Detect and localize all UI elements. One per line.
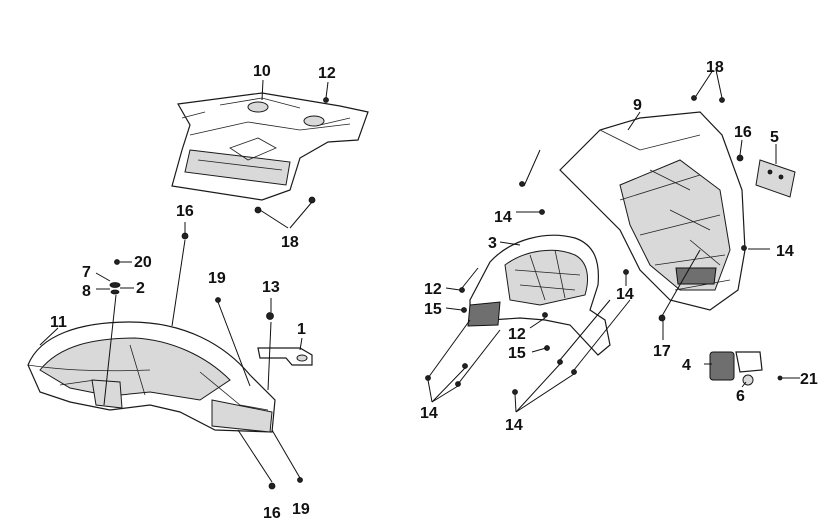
callout-11: 11 [50, 314, 67, 331]
callout-21: 21 [800, 371, 818, 388]
callout-4: 4 [682, 357, 691, 374]
callout-14-middle: 14 [616, 286, 634, 303]
callout-12-top: 12 [318, 65, 336, 82]
bracket [257, 347, 313, 366]
reflector-assembly [709, 351, 763, 386]
inner-hugger [467, 234, 611, 356]
callout-15-middle: 15 [508, 345, 526, 362]
callout-17: 17 [653, 343, 671, 360]
callout-16-bottom: 16 [263, 505, 281, 522]
license-plate [755, 159, 796, 198]
callout-10: 10 [253, 63, 271, 80]
rear-fender [27, 321, 276, 433]
callout-14-upper: 14 [494, 209, 512, 226]
callout-3: 3 [488, 235, 497, 252]
callout-14-bottom-left: 14 [420, 405, 438, 422]
callout-13: 13 [262, 279, 280, 296]
mudguard-panel [559, 111, 746, 311]
callout-18-left: 18 [281, 234, 299, 251]
callout-12-middle: 12 [508, 326, 526, 343]
carrier-plate [171, 92, 369, 201]
callout-19-bottom: 19 [292, 501, 310, 518]
callout-1: 1 [297, 321, 306, 338]
callout-6: 6 [736, 388, 745, 405]
callout-8: 8 [82, 283, 91, 300]
callout-18-right: 18 [706, 59, 724, 76]
callout-15-left: 15 [424, 301, 442, 318]
callout-16-right: 16 [734, 124, 752, 141]
callout-14-right: 14 [776, 243, 794, 260]
leader-lines [39, 69, 800, 483]
callout-20: 20 [134, 254, 152, 271]
callout-7: 7 [82, 264, 91, 281]
callout-16-left-top: 16 [176, 203, 194, 220]
callout-14-bottom-right: 14 [505, 417, 523, 434]
fasteners [109, 95, 783, 490]
callout-9: 9 [633, 97, 642, 114]
callout-19-top: 19 [208, 270, 226, 287]
callout-labels: 10 12 18 16 20 7 8 2 19 13 11 1 16 19 9 … [50, 59, 818, 522]
callout-5: 5 [770, 129, 779, 146]
callout-2: 2 [136, 280, 145, 297]
callout-12-left: 12 [424, 281, 442, 298]
